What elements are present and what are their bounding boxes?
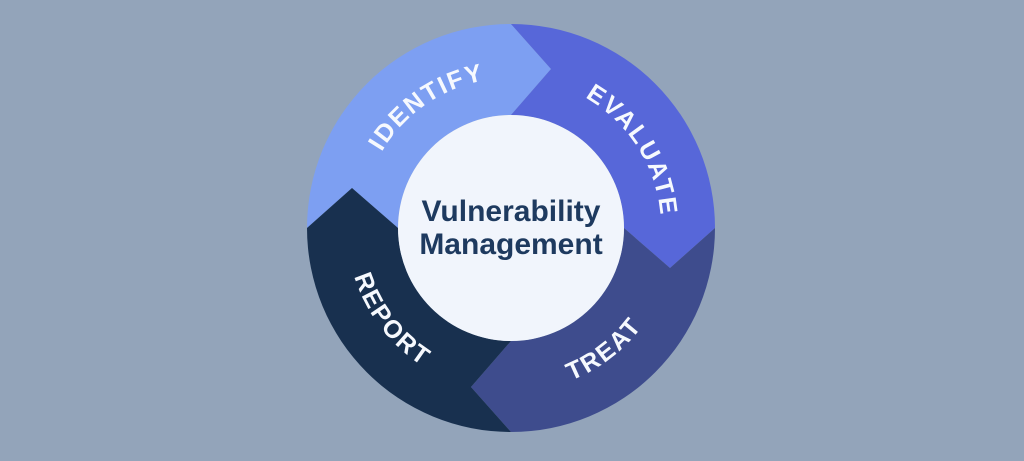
diagram-title: Vulnerability Management <box>419 195 602 261</box>
segment-treat <box>471 228 715 432</box>
segment-identify <box>307 24 551 228</box>
diagram-title-line1: Vulnerability <box>422 195 601 228</box>
center-circle <box>398 115 624 341</box>
diagram-title-line2: Management <box>419 228 602 261</box>
segment-report <box>307 188 511 432</box>
segment-evaluate <box>511 24 715 268</box>
cycle-ring <box>307 24 715 432</box>
